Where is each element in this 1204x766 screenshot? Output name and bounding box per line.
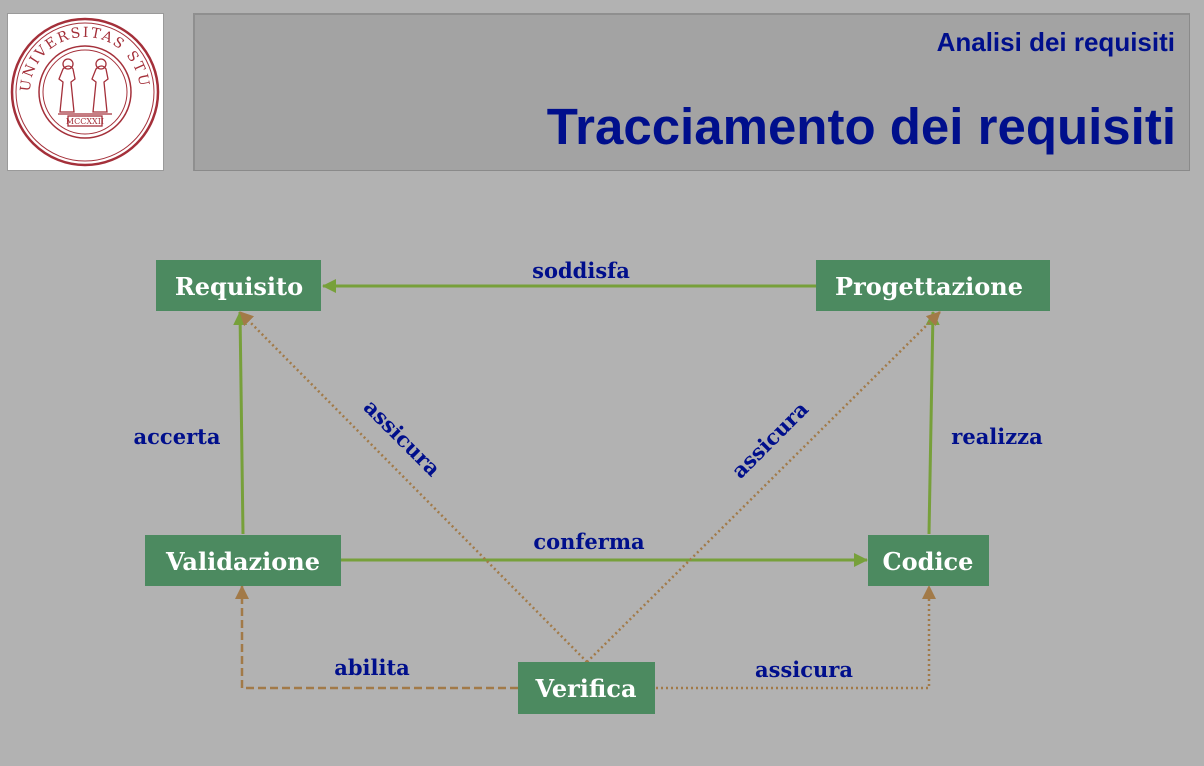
slide-subtitle: Analisi dei requisiti [936, 27, 1175, 57]
label-soddisfa: soddisfa [532, 258, 630, 283]
edge-accerta [233, 311, 248, 535]
label-assicura-bottom: assicura [755, 657, 853, 682]
edge-assicura-left [239, 311, 588, 663]
node-progettazione: Progettazione [816, 260, 1050, 311]
label-realizza: realizza [951, 424, 1043, 449]
node-requisito-label: Requisito [175, 272, 303, 301]
seal-year: MCCXXII [66, 117, 104, 126]
node-requisito: Requisito [156, 260, 321, 311]
label-assicura-right: assicura [726, 396, 813, 483]
edge-realizza [925, 311, 940, 535]
edge-assicura-right [586, 311, 941, 663]
node-codice-label: Codice [883, 547, 974, 576]
university-logo: UNIVERSITAS STUDII PADUANI MCCXXII [1, 2, 164, 171]
edge-abilita [235, 585, 518, 690]
label-accerta: accerta [134, 424, 221, 449]
node-progettazione-label: Progettazione [835, 272, 1023, 301]
label-abilita: abilita [334, 655, 410, 680]
label-conferma: conferma [533, 529, 645, 554]
node-validazione: Validazione [145, 535, 341, 586]
node-verifica: Verifica [518, 662, 655, 714]
node-codice: Codice [868, 535, 989, 586]
slide-header: Analisi dei requisiti Tracciamento dei r… [193, 13, 1190, 171]
university-seal-icon: UNIVERSITAS STUDII PADUANI MCCXXII [1, 2, 160, 167]
node-validazione-label: Validazione [165, 547, 320, 576]
label-assicura-left: assicura [359, 394, 446, 481]
slide-title: Tracciamento dei requisiti [546, 98, 1176, 155]
node-verifica-label: Verifica [534, 674, 636, 703]
edge-assicura-bottom [656, 585, 936, 690]
